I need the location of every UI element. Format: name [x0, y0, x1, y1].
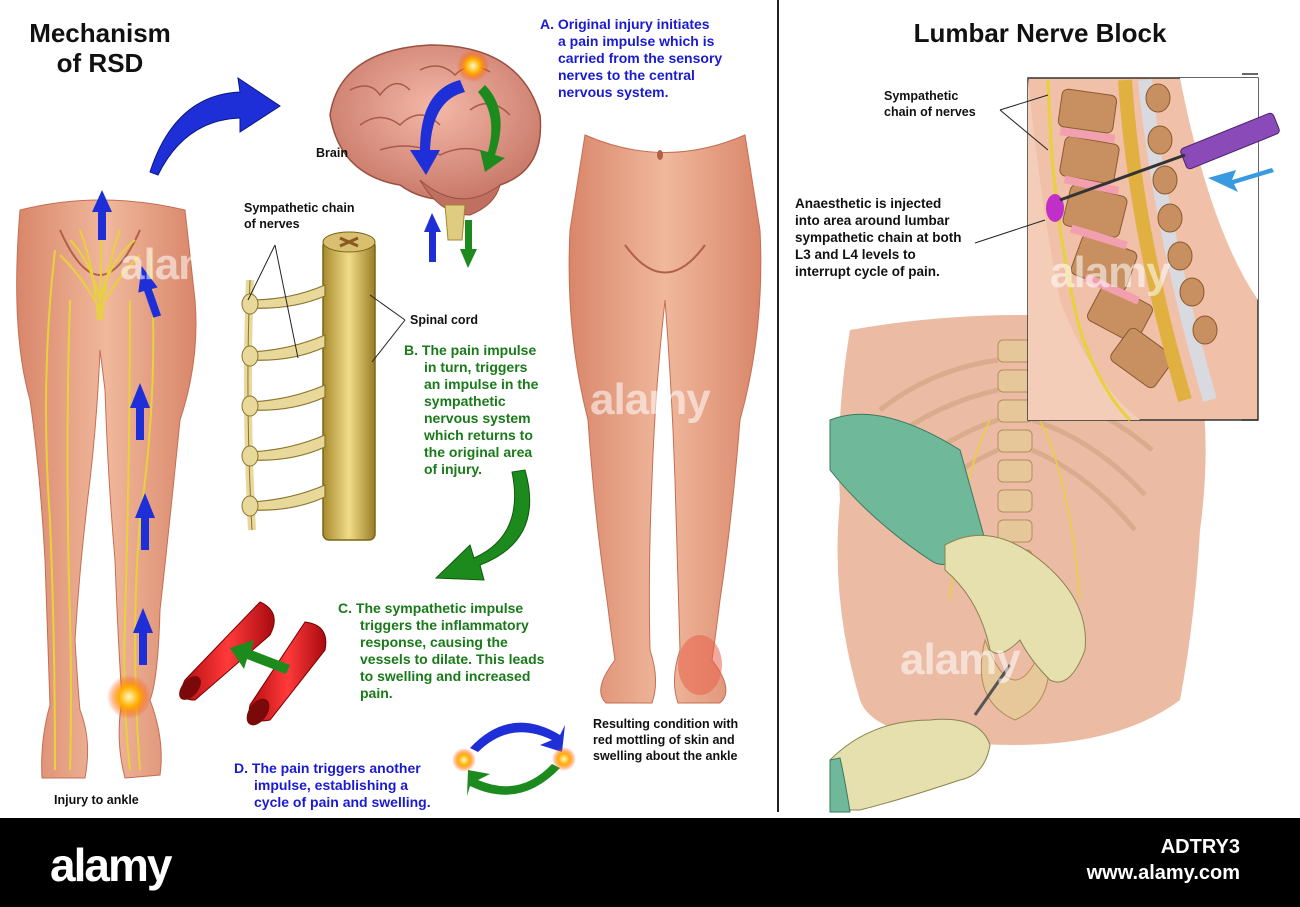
- legs-with-nerves: [16, 199, 197, 779]
- gloved-hand-bottom: [829, 718, 991, 811]
- stock-footer-bar: [0, 818, 1300, 907]
- spinal-cord-label: Spinal cord: [410, 313, 479, 327]
- anaesthetic-label: Anaesthetic is injected into area around…: [795, 196, 962, 279]
- brain: [329, 44, 542, 241]
- brain-glow: [457, 50, 489, 82]
- inset-spine-cross-section: [1027, 77, 1280, 422]
- pain-cycle: [452, 722, 576, 796]
- injury-glow: [107, 675, 151, 719]
- spinal-cord-diagram: [241, 231, 406, 541]
- step-b-text: B. The pain impulse in turn, triggers an…: [404, 342, 539, 477]
- stem-blue-arrow: [424, 213, 441, 262]
- ankle-redness: [678, 635, 722, 695]
- brain-blue-arrow: [410, 80, 465, 175]
- large-green-arrow: [434, 469, 531, 581]
- brain-label: Brain: [316, 146, 348, 160]
- step-d-text: D. The pain triggers another impulse, es…: [234, 760, 431, 810]
- syringe: [1180, 112, 1280, 170]
- needle-syringe: [973, 664, 1012, 716]
- dilated-vessels: [179, 601, 327, 726]
- right-chain-leader: [999, 94, 1049, 151]
- anaesthetic-spot: [1046, 194, 1064, 222]
- footer-image-id: ADTRY3: [1160, 836, 1240, 858]
- injection-arrow: [1208, 168, 1274, 192]
- injury-label: Injury to ankle: [54, 793, 139, 807]
- anaesthetic-leader: [974, 219, 1046, 244]
- gloved-hand-top: [944, 534, 1086, 683]
- resulting-condition-figure: [568, 134, 762, 704]
- panel-divider: [777, 0, 779, 812]
- right-title: Lumbar Nerve Block: [913, 18, 1167, 48]
- step-c-text: C. The sympathetic impulse triggers the …: [338, 600, 545, 701]
- medical-illustration: [16, 44, 1280, 813]
- result-label: Resulting condition with red mottling of…: [593, 717, 739, 763]
- brain-green-arrow: [478, 85, 505, 172]
- large-blue-arrow: [149, 76, 281, 176]
- upward-blue-arrows: [92, 190, 162, 665]
- footer-brand: alamy: [50, 839, 172, 891]
- footer-site: www.alamy.com: [1086, 862, 1240, 884]
- stem-green-arrow: [460, 220, 477, 268]
- step-a-text: A. Original injury initiates a pain impu…: [540, 16, 723, 100]
